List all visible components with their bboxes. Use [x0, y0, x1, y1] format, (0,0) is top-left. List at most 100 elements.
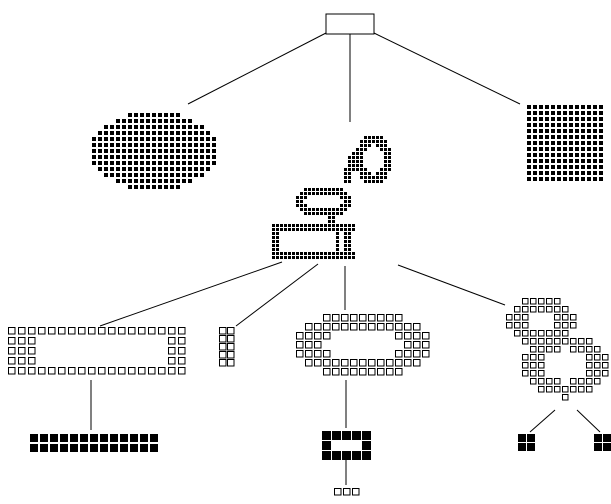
grid-cell [334, 488, 342, 496]
grid-cell [219, 335, 227, 343]
grid-cell [557, 123, 561, 127]
grid-cell [359, 368, 367, 376]
grid-cell [110, 161, 114, 165]
grid-cell [388, 160, 391, 163]
grid-cell [545, 129, 549, 133]
grid-cell [128, 367, 136, 375]
grid-cell [340, 224, 343, 227]
grid-cell [140, 185, 144, 189]
grid-cell [557, 141, 561, 145]
grid-cell [320, 228, 323, 231]
grid-cell [140, 155, 144, 159]
grid-cell [539, 165, 543, 169]
grid-cell [569, 105, 573, 109]
grid-cell [200, 173, 204, 177]
grid-cell [182, 173, 186, 177]
grid-cell [308, 208, 311, 211]
grid-cell [593, 135, 597, 139]
grid-cell [522, 354, 529, 361]
grid-cell [312, 228, 315, 231]
grid-cell [200, 125, 204, 129]
grid-cell [344, 196, 347, 199]
grid-cell [316, 208, 319, 211]
grid-cell [288, 256, 291, 259]
grid-cell [344, 176, 347, 179]
grid-cell [530, 362, 537, 369]
grid-cell [340, 212, 343, 215]
grid-cell [158, 367, 166, 375]
grid-cell [569, 135, 573, 139]
grid-cell [90, 434, 98, 442]
grid-cell [575, 129, 579, 133]
grid-cell [569, 147, 573, 151]
grid-cell [581, 129, 585, 133]
grid-cell [575, 141, 579, 145]
grid-cell [336, 244, 339, 247]
grid-cell [538, 378, 545, 385]
grid-cell [272, 232, 275, 235]
grid-cell [134, 131, 138, 135]
grid-cell [48, 327, 56, 335]
grid-cell [300, 196, 303, 199]
grid-cell [188, 179, 192, 183]
grid-cell [292, 224, 295, 227]
grid-cell [320, 252, 323, 255]
grid-cell [300, 200, 303, 203]
hollow-horn [506, 298, 609, 401]
grid-cell [304, 252, 307, 255]
grid-cell [120, 434, 128, 442]
grid-cell [348, 252, 351, 255]
grid-cell [28, 357, 36, 365]
grid-cell [176, 179, 180, 183]
grid-cell [134, 143, 138, 147]
grid-cell [320, 256, 323, 259]
grid-cell [340, 208, 343, 211]
grid-cell [593, 171, 597, 175]
grid-cell [128, 113, 132, 117]
hollow-bar [8, 327, 186, 375]
grid-cell [554, 322, 561, 329]
grid-cell [587, 123, 591, 127]
grid-cell [364, 168, 367, 171]
grid-cell [569, 153, 573, 157]
grid-cell [122, 155, 126, 159]
grid-cell [563, 117, 567, 121]
grid-cell [118, 367, 126, 375]
grid-cell [140, 131, 144, 135]
grid-cell [128, 119, 132, 123]
grid-cell [344, 252, 347, 255]
grid-cell [384, 144, 387, 147]
grid-cell [116, 125, 120, 129]
grid-cell [316, 188, 319, 191]
grid-cell [533, 135, 537, 139]
grid-cell [554, 330, 561, 337]
grid-cell [128, 137, 132, 141]
grid-cell [182, 167, 186, 171]
grid-cell [320, 192, 323, 195]
grid-cell [138, 367, 146, 375]
grid-cell [545, 153, 549, 157]
grid-cell [404, 332, 412, 340]
grid-cell [533, 129, 537, 133]
grid-cell [164, 161, 168, 165]
grid-cell [116, 137, 120, 141]
grid-cell [344, 172, 347, 175]
grid-cell [28, 347, 36, 355]
grid-cell [344, 256, 347, 259]
grid-cell [206, 149, 210, 153]
grid-cell [587, 153, 591, 157]
grid-cell [28, 337, 36, 345]
grid-cell [587, 171, 591, 175]
grid-cell [578, 338, 585, 345]
edge-gram-horn [397, 264, 506, 306]
grid-cell [336, 232, 339, 235]
grid-cell [340, 196, 343, 199]
grid-cell [380, 140, 383, 143]
grid-cell [578, 386, 585, 393]
grid-cell [372, 180, 375, 183]
grid-cell [272, 244, 275, 247]
grid-cell [98, 155, 102, 159]
grid-cell [599, 153, 603, 157]
grid-cell [362, 451, 371, 460]
grid-cell [539, 141, 543, 145]
